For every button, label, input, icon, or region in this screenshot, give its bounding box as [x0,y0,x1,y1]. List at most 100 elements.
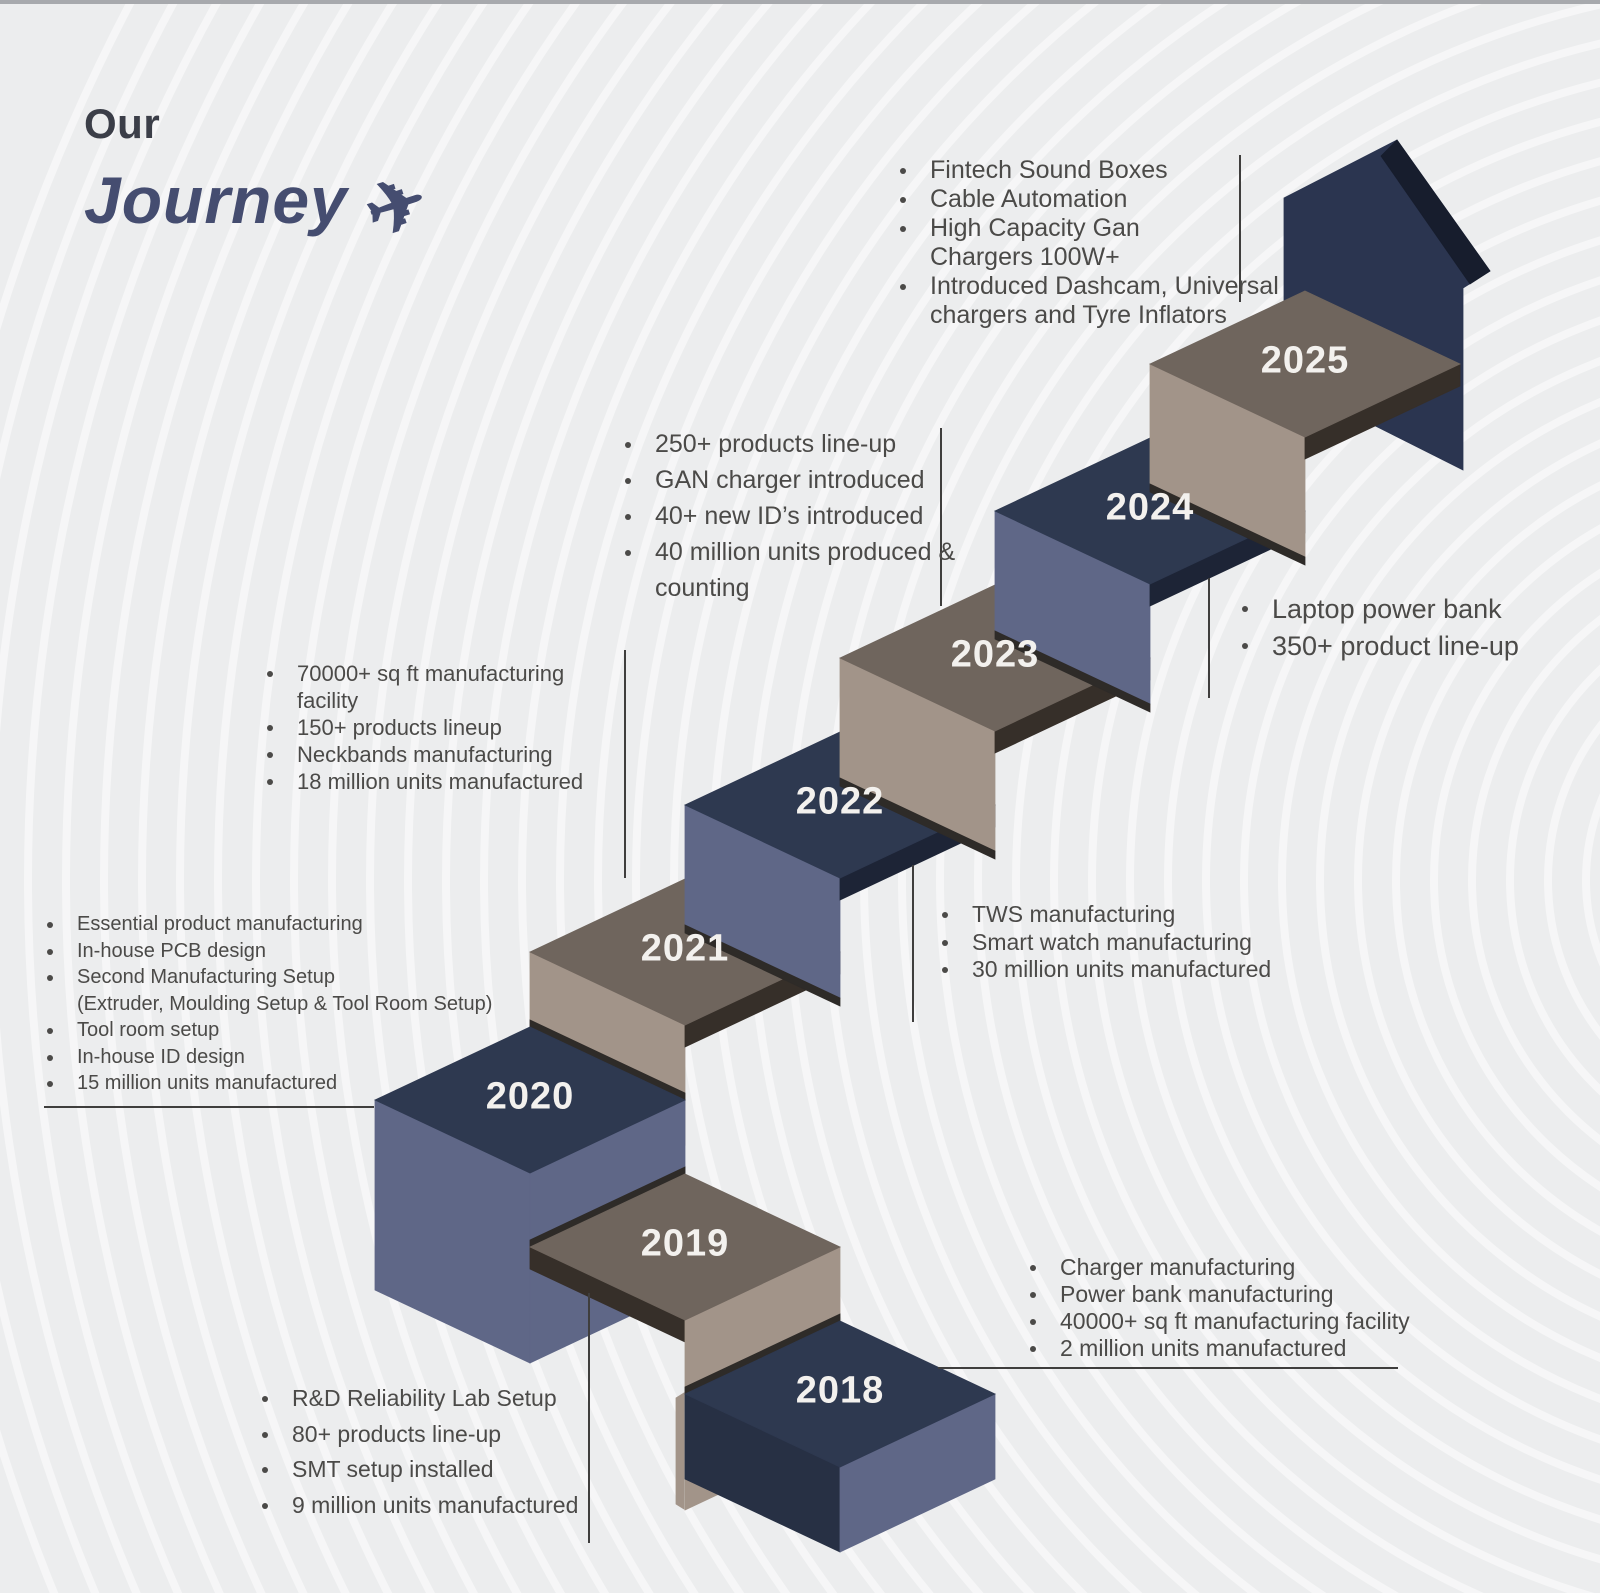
milestone-line-2018: Charger manufacturing [1030,1256,1295,1279]
watermark-circle [176,0,446,1593]
watermark-circle [290,0,584,1593]
milestone-line-2025: Cable Automation [900,187,1127,212]
milestone-line-2019: 9 million units manufactured [262,1494,578,1517]
bullet-dot [942,967,948,973]
milestone-line-2021: 18 million units manufactured [267,771,583,793]
milestone-line-2020: 15 million units manufactured [47,1073,337,1093]
watermark-circle [480,0,828,1593]
watermark-circle [1012,117,1600,1593]
bullet-dot [1030,1292,1036,1298]
year-label-2023: 2023 [950,633,1040,676]
bullet-dot [262,1467,268,1473]
milestone-line-2020: In-house PCB design [47,941,266,961]
watermark-circle [936,39,1600,1593]
airplane-icon: ✈ [355,159,439,255]
watermark-circle [1050,157,1600,1593]
bullet-dot [267,725,273,731]
watermark-circle [556,0,933,1593]
watermark-circle [632,0,1045,1593]
watermark-circle [1126,236,1600,1524]
milestone-line-2021: 70000+ sq ft manufacturing [267,663,564,685]
bullet-dot [267,671,273,677]
watermark-circle [62,0,312,1593]
watermark-circle [1164,276,1600,1484]
milestone-line-2020: (Extruder, Moulding Setup & Tool Room Se… [77,993,493,1015]
milestone-line-2020: Essential product manufacturing [47,914,363,934]
bullet-dot [262,1432,268,1438]
year-label-2020: 2020 [485,1075,575,1118]
step-2025-seam [1149,483,1306,566]
watermark-circle [1354,481,1600,1279]
watermark-circle [1392,524,1600,1236]
watermark-circle [404,0,728,1593]
watermark-circle [1544,720,1600,1040]
bullet-dot [262,1503,268,1509]
step-2018-sliver [675,1392,685,1510]
bullet-dot [1242,606,1248,612]
watermark-circle [974,78,1600,1593]
year-label-2022: 2022 [795,780,885,823]
watermark-circle [670,0,1105,1593]
watermark-circle [1506,664,1600,1096]
watermark-circle [24,0,267,1593]
bullet-dot [1030,1346,1036,1352]
milestone-line-2022: TWS manufacturing [942,903,1175,926]
bullet-dot [47,949,53,955]
watermark-circle [518,0,879,1593]
bullet-dot [47,1081,53,1087]
watermark-circle [100,0,356,1593]
milestone-line-2021: 150+ products lineup [267,717,502,739]
year-label-2025: 2025 [1260,339,1350,382]
bullet-dot [47,1028,53,1034]
milestone-line-2018: 40000+ sq ft manufacturing facility [1030,1310,1410,1333]
milestone-line-2020: Tool room setup [47,1020,219,1040]
milestone-line-2023: 250+ products line-up [625,432,896,457]
watermark-circle [898,0,1600,1593]
bullet-dot [942,940,948,946]
milestone-line-2018: 2 million units manufactured [1030,1337,1346,1360]
year-label-2019: 2019 [640,1222,730,1265]
bullet-dot [267,752,273,758]
step-2022-seam [684,924,841,1007]
watermark-circle [1316,439,1600,1321]
top-border [0,0,1600,4]
step-2019-top-face [529,1173,841,1321]
milestone-line-2021: Neckbands manufacturing [267,744,553,766]
milestone-line-2025: Introduced Dashcam, Universal [900,274,1279,299]
bullet-dot [625,442,631,448]
bullet-dot [625,550,631,556]
bullet-dot [47,922,53,928]
bullet-dot [625,478,631,484]
watermark-circle [252,0,537,1593]
bullet-dot [1030,1265,1036,1271]
milestone-line-2023: counting [655,574,750,602]
step-2018-top-face [684,1320,996,1468]
milestone-line-2023: 40 million units produced & [625,540,955,565]
milestone-line-2024: 350+ product line-up [1242,633,1519,660]
watermark-circle [214,0,491,1593]
bullet-dot [942,912,948,918]
milestone-line-2020: In-house ID design [47,1047,245,1067]
milestone-line-2019: 80+ products line-up [262,1423,501,1446]
watermark-circle [1278,398,1600,1362]
bullet-dot [47,1055,53,1061]
bullet-dot [625,514,631,520]
watermark-circle [366,0,679,1593]
step-2024-seam [994,630,1151,713]
bullet-dot [47,975,53,981]
milestone-line-2024: Laptop power bank [1242,596,1502,623]
watermark-circle [1240,356,1600,1404]
step-2020-top-face [374,1026,686,1174]
milestone-line-2025: chargers and Tyre Inflators [930,301,1227,329]
milestone-line-2018: Power bank manufacturing [1030,1283,1334,1306]
bullet-dot [262,1396,268,1402]
bullet-dot [900,197,906,203]
milestone-line-2025: Chargers 100W+ [930,243,1120,271]
milestone-line-2025: Fintech Sound Boxes [900,158,1168,183]
milestone-line-2025: High Capacity Gan [900,216,1140,241]
page-title: Our Journey✈ [84,100,438,254]
bullet-dot [900,284,906,290]
title-main: Journey✈ [84,159,438,254]
watermark-circle [1430,568,1600,1192]
